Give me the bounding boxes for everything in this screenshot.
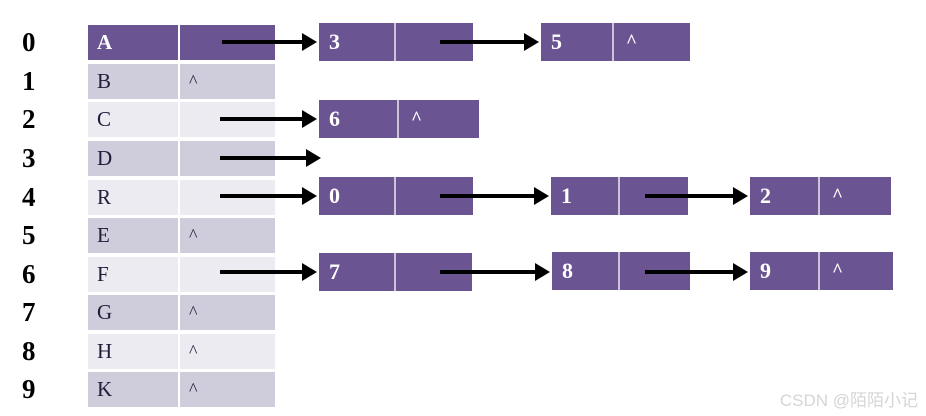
row-index-7: 7: [22, 297, 36, 327]
arrow-C-to-6: [220, 110, 317, 128]
table-row-F: F: [88, 257, 275, 292]
node-value: 8: [552, 252, 620, 290]
vertex-letter-D: D: [88, 141, 180, 176]
arrow-1-to-2: [645, 187, 748, 205]
node-null-marker: ^: [626, 31, 638, 52]
vertex-letter-H: H: [88, 334, 180, 369]
arrow-R-to-0: [220, 187, 317, 205]
node-value: 6: [319, 100, 399, 138]
node-value: 2: [750, 177, 820, 215]
arrow-3-to-5: [440, 33, 539, 51]
row-index-1: 1: [22, 66, 36, 96]
row-index-6: 6: [22, 259, 36, 289]
list-node-9: 9 ^: [750, 252, 893, 290]
vertex-letter-E: E: [88, 218, 180, 253]
watermark: CSDN @陌陌小记: [779, 391, 918, 410]
table-row-B: B ^: [88, 64, 275, 99]
table-row-E: E ^: [88, 218, 275, 253]
row-index-0: 0: [22, 27, 36, 57]
node-value: 7: [319, 253, 396, 291]
row-index-5: 5: [22, 220, 36, 250]
node-null-marker: ^: [832, 185, 844, 206]
arrow-A-to-3: [222, 33, 317, 51]
row-index-2: 2: [22, 104, 36, 134]
vertex-letter-F: F: [88, 257, 180, 292]
vertex-letter-A: A: [88, 25, 180, 60]
vertex-letter-G: G: [88, 295, 180, 330]
row-index-3: 3: [22, 143, 36, 173]
vertex-letter-C: C: [88, 102, 180, 137]
pointer-cell-F: [180, 257, 275, 292]
row-index-4: 4: [22, 182, 36, 212]
list-node-2: 2 ^: [750, 177, 891, 215]
node-value: 3: [319, 23, 396, 61]
arrow-8-to-9: [645, 263, 748, 281]
node-value: 0: [319, 177, 396, 215]
vertex-letter-R: R: [88, 180, 180, 215]
arrow-0-to-1: [440, 187, 549, 205]
vertex-letter-K: K: [88, 372, 180, 407]
node-value: 1: [551, 177, 620, 215]
arrow-7-to-8: [440, 263, 550, 281]
pointer-cell-H: ^: [189, 340, 198, 361]
row-index-9: 9: [22, 374, 36, 404]
list-node-5: 5 ^: [541, 23, 690, 61]
node-null-marker: ^: [411, 108, 423, 129]
arrow-F-to-7: [220, 263, 317, 281]
table-row-G: G ^: [88, 295, 275, 330]
vertex-letter-B: B: [88, 64, 180, 99]
table-row-K: K ^: [88, 372, 275, 407]
list-node-6: 6 ^: [319, 100, 479, 138]
list-node-3: 3: [319, 23, 473, 61]
node-null-marker: ^: [832, 260, 844, 281]
arrow-D-to-null: [220, 149, 321, 167]
node-value: 5: [541, 23, 614, 61]
pointer-cell-G: ^: [189, 301, 198, 322]
pointer-cell-E: ^: [189, 224, 198, 245]
node-value: 9: [750, 252, 820, 290]
row-index-8: 8: [22, 336, 36, 366]
pointer-cell-K: ^: [189, 378, 198, 399]
table-row-H: H ^: [88, 334, 275, 369]
pointer-cell-B: ^: [189, 70, 198, 91]
